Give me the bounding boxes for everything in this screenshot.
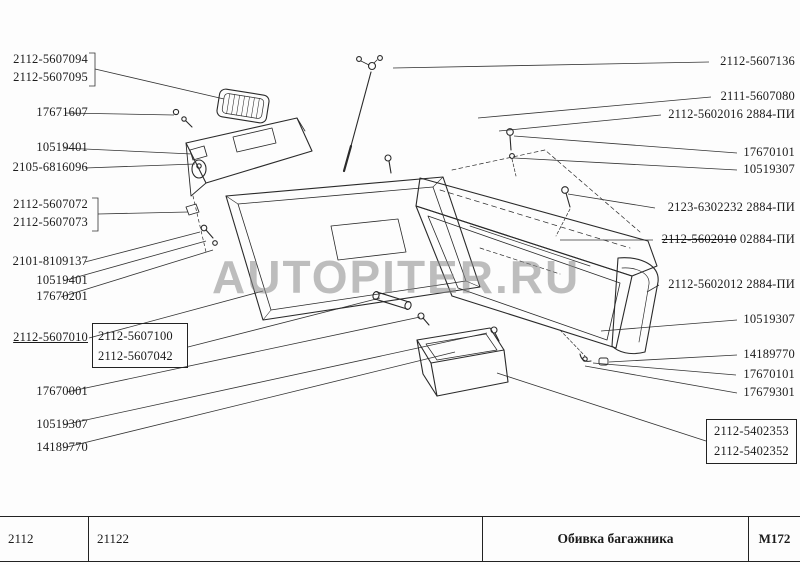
part-number: 2112-5607072 — [13, 197, 88, 211]
part-number: 2123-6302232 2884-ПИ — [667, 200, 795, 214]
part-number: 2105-6816096 — [12, 160, 88, 174]
part-number-struck: 2112-5602010 — [661, 232, 737, 246]
part-number: 2112-5607073 — [13, 215, 88, 229]
footer-figure-number: М172 — [748, 517, 800, 561]
part-number-link[interactable]: 2112-5607010 — [13, 330, 88, 344]
part-number: 2112-5602016 2884-ПИ — [668, 107, 795, 121]
part-number: 10519307 — [36, 417, 88, 431]
part-number: 17670201 — [36, 289, 88, 303]
speaker-grille — [216, 88, 270, 124]
side-end-cap — [611, 257, 659, 355]
screw-set-topleft — [172, 108, 193, 128]
parcel-shelf — [225, 176, 481, 321]
storage-tray — [416, 326, 509, 397]
part-number: 2112-5602012 2884-ПИ — [668, 277, 795, 291]
part-number: 2112-5607094 — [13, 52, 88, 66]
part-number: 2101-8109137 — [12, 254, 88, 268]
part-number: 2112-5402352 — [714, 444, 789, 458]
rear-trim-panel — [415, 205, 633, 349]
part-number: 2111-5607080 — [720, 89, 795, 103]
part-number: 17679301 — [743, 385, 795, 399]
part-number: 17670101 — [743, 145, 795, 159]
part-group-box — [706, 419, 797, 464]
footer-section-title: Обивка багажника — [482, 517, 748, 561]
part-number: 10519401 — [36, 273, 88, 287]
part-number: 17670101 — [743, 367, 795, 381]
leader-lines — [60, 52, 738, 449]
part-number: 2112-5607100 — [98, 329, 173, 343]
part-number-suffix: 02884-ПИ — [739, 232, 795, 246]
part-number: 17671607 — [36, 105, 88, 119]
part-number: 2112-5607136 — [720, 54, 795, 68]
small-bracket — [189, 145, 208, 169]
footer-model-code: 2112 — [8, 531, 34, 546]
rear-window-frame — [415, 149, 658, 277]
part-group-box — [92, 323, 188, 368]
footer-modification-code: 21122 — [88, 517, 482, 561]
part-number: 10519401 — [36, 140, 88, 154]
part-number: 10519307 — [743, 162, 795, 176]
part-number: 2112-5607095 — [13, 70, 88, 84]
part-number: 2112-5402353 — [714, 424, 789, 438]
clip-cluster — [185, 195, 218, 253]
catalog-footer-row: 2112 21122 Обивка багажника М172 — [0, 516, 800, 562]
support-rod — [372, 291, 430, 326]
shelf-side-member — [185, 117, 313, 197]
part-number: 10519307 — [743, 312, 795, 326]
part-number: 2112-5607042 — [98, 349, 173, 363]
screw-set-right — [506, 128, 571, 237]
part-number: 17670001 — [36, 384, 88, 398]
part-number-superseded: 2112-5602010 02884-ПИ — [662, 232, 795, 247]
part-number: 14189770 — [743, 347, 795, 361]
diagram-art — [172, 55, 659, 397]
antenna-rod — [342, 55, 392, 174]
clip-set-bottomright — [559, 329, 609, 366]
part-number: 14189770 — [36, 440, 88, 454]
